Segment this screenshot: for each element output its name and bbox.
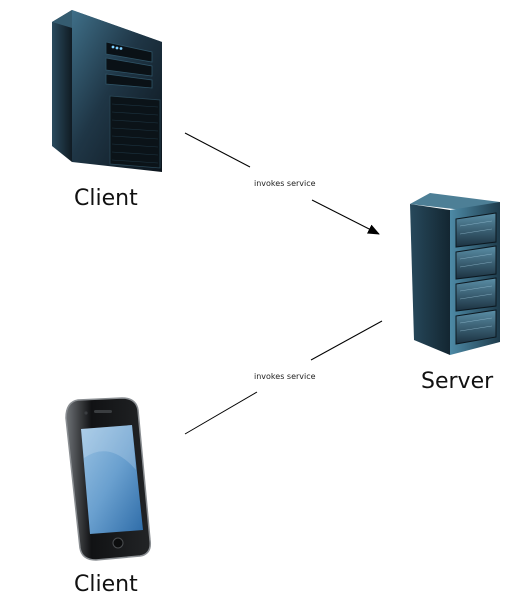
edge-line-segment <box>184 132 251 168</box>
edge-label-desktop-server: invokes service <box>254 179 316 188</box>
desktop-tower-icon <box>52 10 162 172</box>
edge-arrow-segment <box>311 199 380 235</box>
edge-line-segment <box>310 320 383 361</box>
edge-desktop-to-server <box>184 132 380 235</box>
server-rack-icon <box>410 193 500 355</box>
mobile-client-label: Client <box>74 572 138 597</box>
desktop-client-label: Client <box>74 186 138 211</box>
server-label: Server <box>421 369 494 394</box>
smartphone-icon <box>65 397 152 561</box>
edge-label-mobile-server: invokes service <box>254 372 316 381</box>
edge-mobile-to-server <box>184 320 383 435</box>
edge-line-segment <box>184 391 258 435</box>
